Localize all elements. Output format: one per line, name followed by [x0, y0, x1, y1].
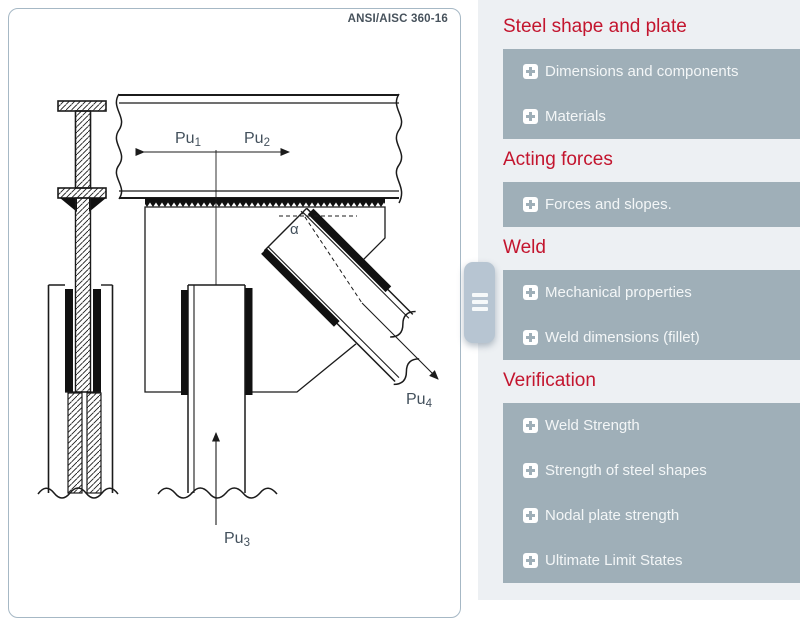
menu-item-strength-of-steel-shapes[interactable]: Strength of steel shapes	[503, 448, 800, 493]
arrow-pu4	[361, 302, 439, 380]
menu-block-steel-shape: Dimensions and components Materials	[503, 49, 800, 139]
label-pu3: Pu3	[224, 530, 250, 549]
dashed-brace-axis	[300, 210, 363, 304]
menu-item-nodal-plate-strength[interactable]: Nodal plate strength	[503, 493, 800, 538]
menu-item-materials[interactable]: Materials	[503, 94, 800, 139]
drawing-canvas: Pu1 Pu2 Pu3 Pu4 α ANSI/AISC 360-16	[8, 8, 461, 618]
menu-block-weld: Mechanical properties Weld dimensions (f…	[503, 270, 800, 360]
weld-fillet-left	[60, 198, 77, 212]
plus-square-icon	[523, 109, 538, 124]
beam	[115, 93, 403, 204]
menu-item-label: Weld dimensions (fillet)	[545, 329, 700, 346]
front-view	[115, 93, 448, 525]
slot-weld-left	[65, 289, 73, 392]
brace-weld-lower	[261, 248, 340, 327]
member-weld-left	[181, 290, 188, 395]
menu-item-weld-dimensions[interactable]: Weld dimensions (fillet)	[503, 315, 800, 360]
menu-block-verification: Weld Strength Strength of steel shapes N…	[503, 403, 800, 583]
menu-item-ultimate-limit-states[interactable]: Ultimate Limit States	[503, 538, 800, 583]
weld-band-teeth	[145, 198, 385, 207]
break-line	[393, 358, 420, 386]
menu-item-label: Dimensions and components	[545, 63, 739, 80]
label-alpha: α	[290, 221, 299, 238]
menu-item-label: Nodal plate strength	[545, 507, 680, 524]
hamburger-icon	[472, 307, 488, 311]
standard-reference: ANSI/AISC 360-16	[347, 13, 448, 25]
label-pu2: Pu2	[244, 130, 270, 149]
menu-item-weld-strength[interactable]: Weld Strength	[503, 403, 800, 448]
plus-square-icon	[523, 418, 538, 433]
hamburger-icon	[472, 293, 488, 297]
side-view-section	[37, 100, 119, 499]
brace-weld-upper	[307, 208, 392, 293]
plus-square-icon	[523, 64, 538, 79]
menu-item-forces-and-slopes[interactable]: Forces and slopes.	[503, 182, 800, 227]
section-heading-verification: Verification	[503, 370, 596, 391]
menu-item-mechanical-properties[interactable]: Mechanical properties	[503, 270, 800, 315]
connection-diagram: Pu1 Pu2 Pu3 Pu4 α	[37, 93, 448, 549]
diagonal-brace	[261, 207, 448, 392]
plus-square-icon	[523, 197, 538, 212]
break-line	[37, 487, 119, 499]
weld-fillet-right	[89, 198, 106, 212]
settings-menu-panel: Steel shape and plate Dimensions and com…	[478, 0, 800, 600]
menu-item-label: Weld Strength	[545, 417, 640, 434]
member-weld-right	[245, 288, 253, 395]
break-line	[157, 487, 278, 499]
menu-item-dimensions-and-components[interactable]: Dimensions and components	[503, 49, 800, 94]
hamburger-icon	[472, 300, 488, 304]
break-line	[115, 93, 123, 200]
break-line	[395, 93, 403, 204]
menu-item-label: Mechanical properties	[545, 284, 692, 301]
menu-block-acting-forces: Forces and slopes.	[503, 182, 800, 227]
vertical-member	[157, 284, 278, 499]
panel-toggle-button[interactable]	[464, 262, 495, 343]
plus-square-icon	[523, 553, 538, 568]
label-pu1: Pu1	[175, 130, 201, 149]
plus-square-icon	[523, 330, 538, 345]
section-heading-weld: Weld	[503, 237, 546, 258]
menu-item-label: Materials	[545, 108, 606, 125]
plus-square-icon	[523, 508, 538, 523]
menu-item-label: Ultimate Limit States	[545, 552, 683, 569]
plus-square-icon	[523, 463, 538, 478]
slot-weld-right	[93, 289, 101, 392]
label-pu4: Pu4	[406, 391, 433, 410]
plus-square-icon	[523, 285, 538, 300]
menu-item-label: Strength of steel shapes	[545, 462, 707, 479]
menu-item-label: Forces and slopes.	[545, 196, 672, 213]
break-line	[390, 310, 416, 338]
section-heading-steel-shape: Steel shape and plate	[503, 16, 687, 37]
section-heading-acting-forces: Acting forces	[503, 149, 613, 170]
